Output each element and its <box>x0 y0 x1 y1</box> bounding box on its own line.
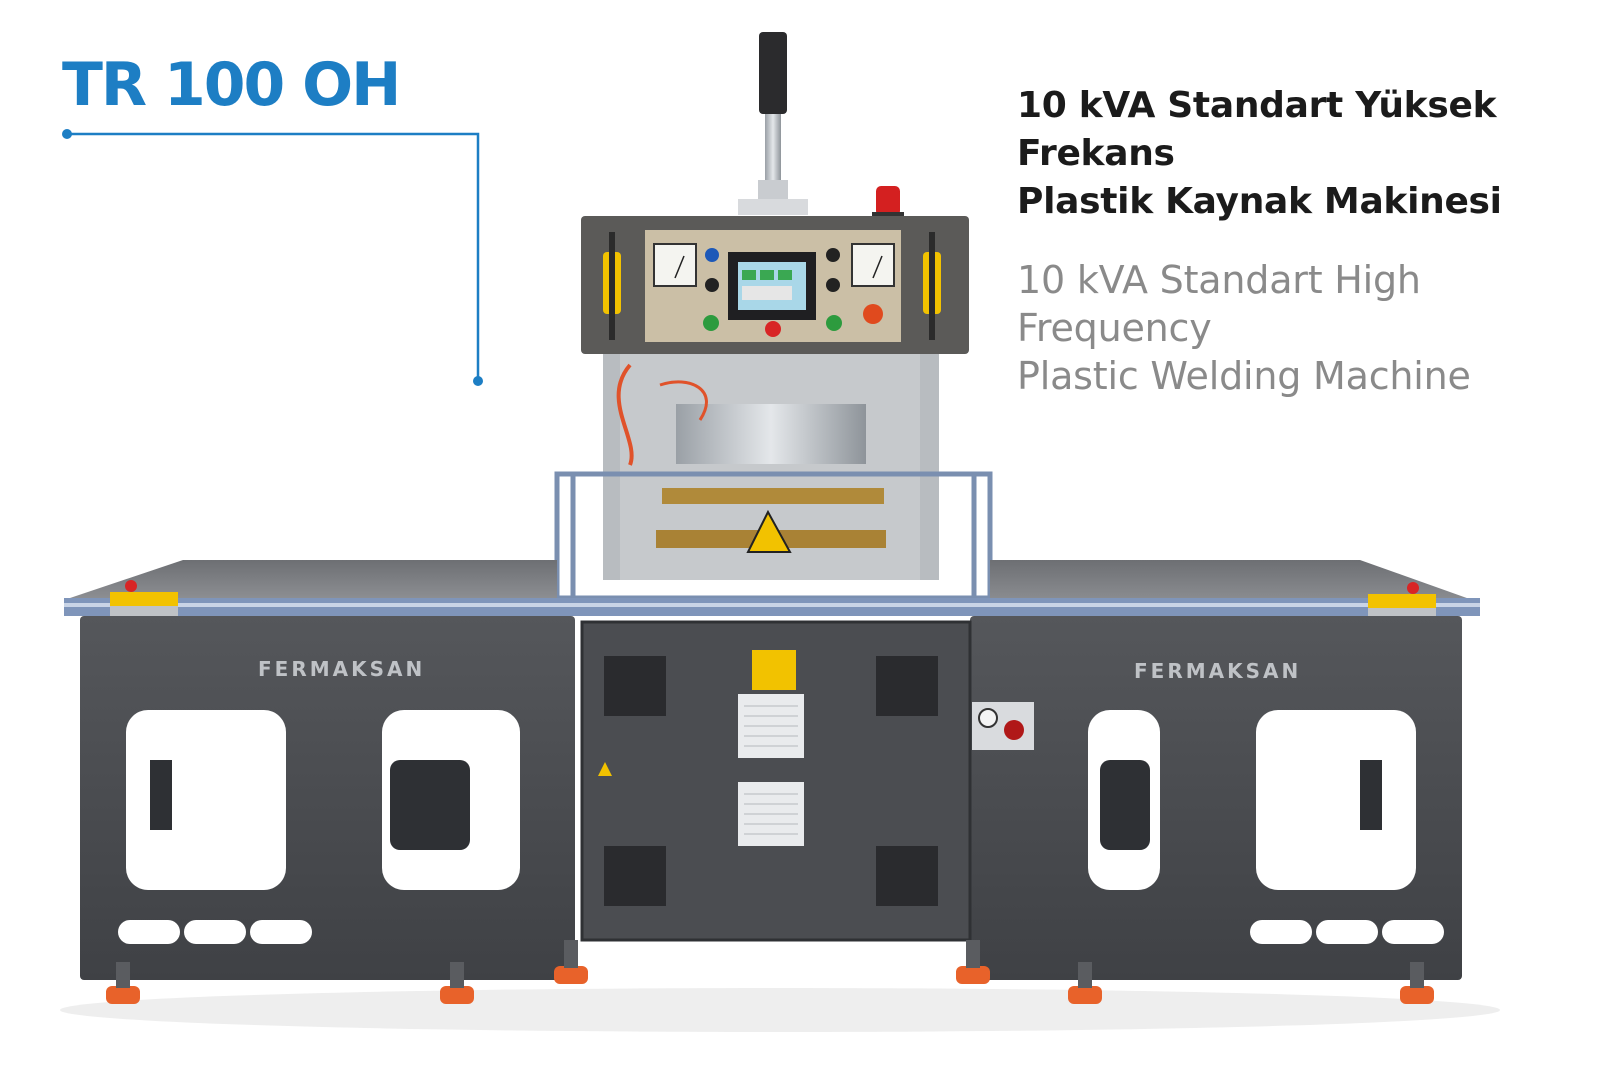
model-title: TR 100 OH <box>62 50 401 120</box>
title-english-line-1: 10 kVA Standart High <box>1017 258 1421 302</box>
title-english-line-3: Plastic Welding Machine <box>1017 354 1471 398</box>
press-column <box>603 354 939 580</box>
title-english-line-2: Frequency <box>1017 306 1212 350</box>
callout-line <box>62 129 483 386</box>
leveling-feet <box>106 966 1434 1004</box>
brand-label-right: FERMAKSAN <box>1134 659 1301 683</box>
warning-beacon <box>872 186 904 218</box>
title-turkish-line-3: Plastik Kaynak Makinesi <box>1017 181 1502 222</box>
left-base <box>80 616 575 980</box>
title-turkish: 10 kVA Standart Yüksek Frekans Plastik K… <box>1017 82 1577 226</box>
electrical-cabinet <box>580 620 972 942</box>
brand-label-left: FERMAKSAN <box>258 657 425 681</box>
title-turkish-line-1: 10 kVA Standart Yüksek <box>1017 85 1497 126</box>
control-head <box>581 216 969 354</box>
title-english: 10 kVA Standart High Frequency Plastic W… <box>1017 256 1587 400</box>
title-turkish-line-2: Frekans <box>1017 133 1175 174</box>
press-cylinder <box>738 32 808 215</box>
right-base <box>970 616 1462 980</box>
